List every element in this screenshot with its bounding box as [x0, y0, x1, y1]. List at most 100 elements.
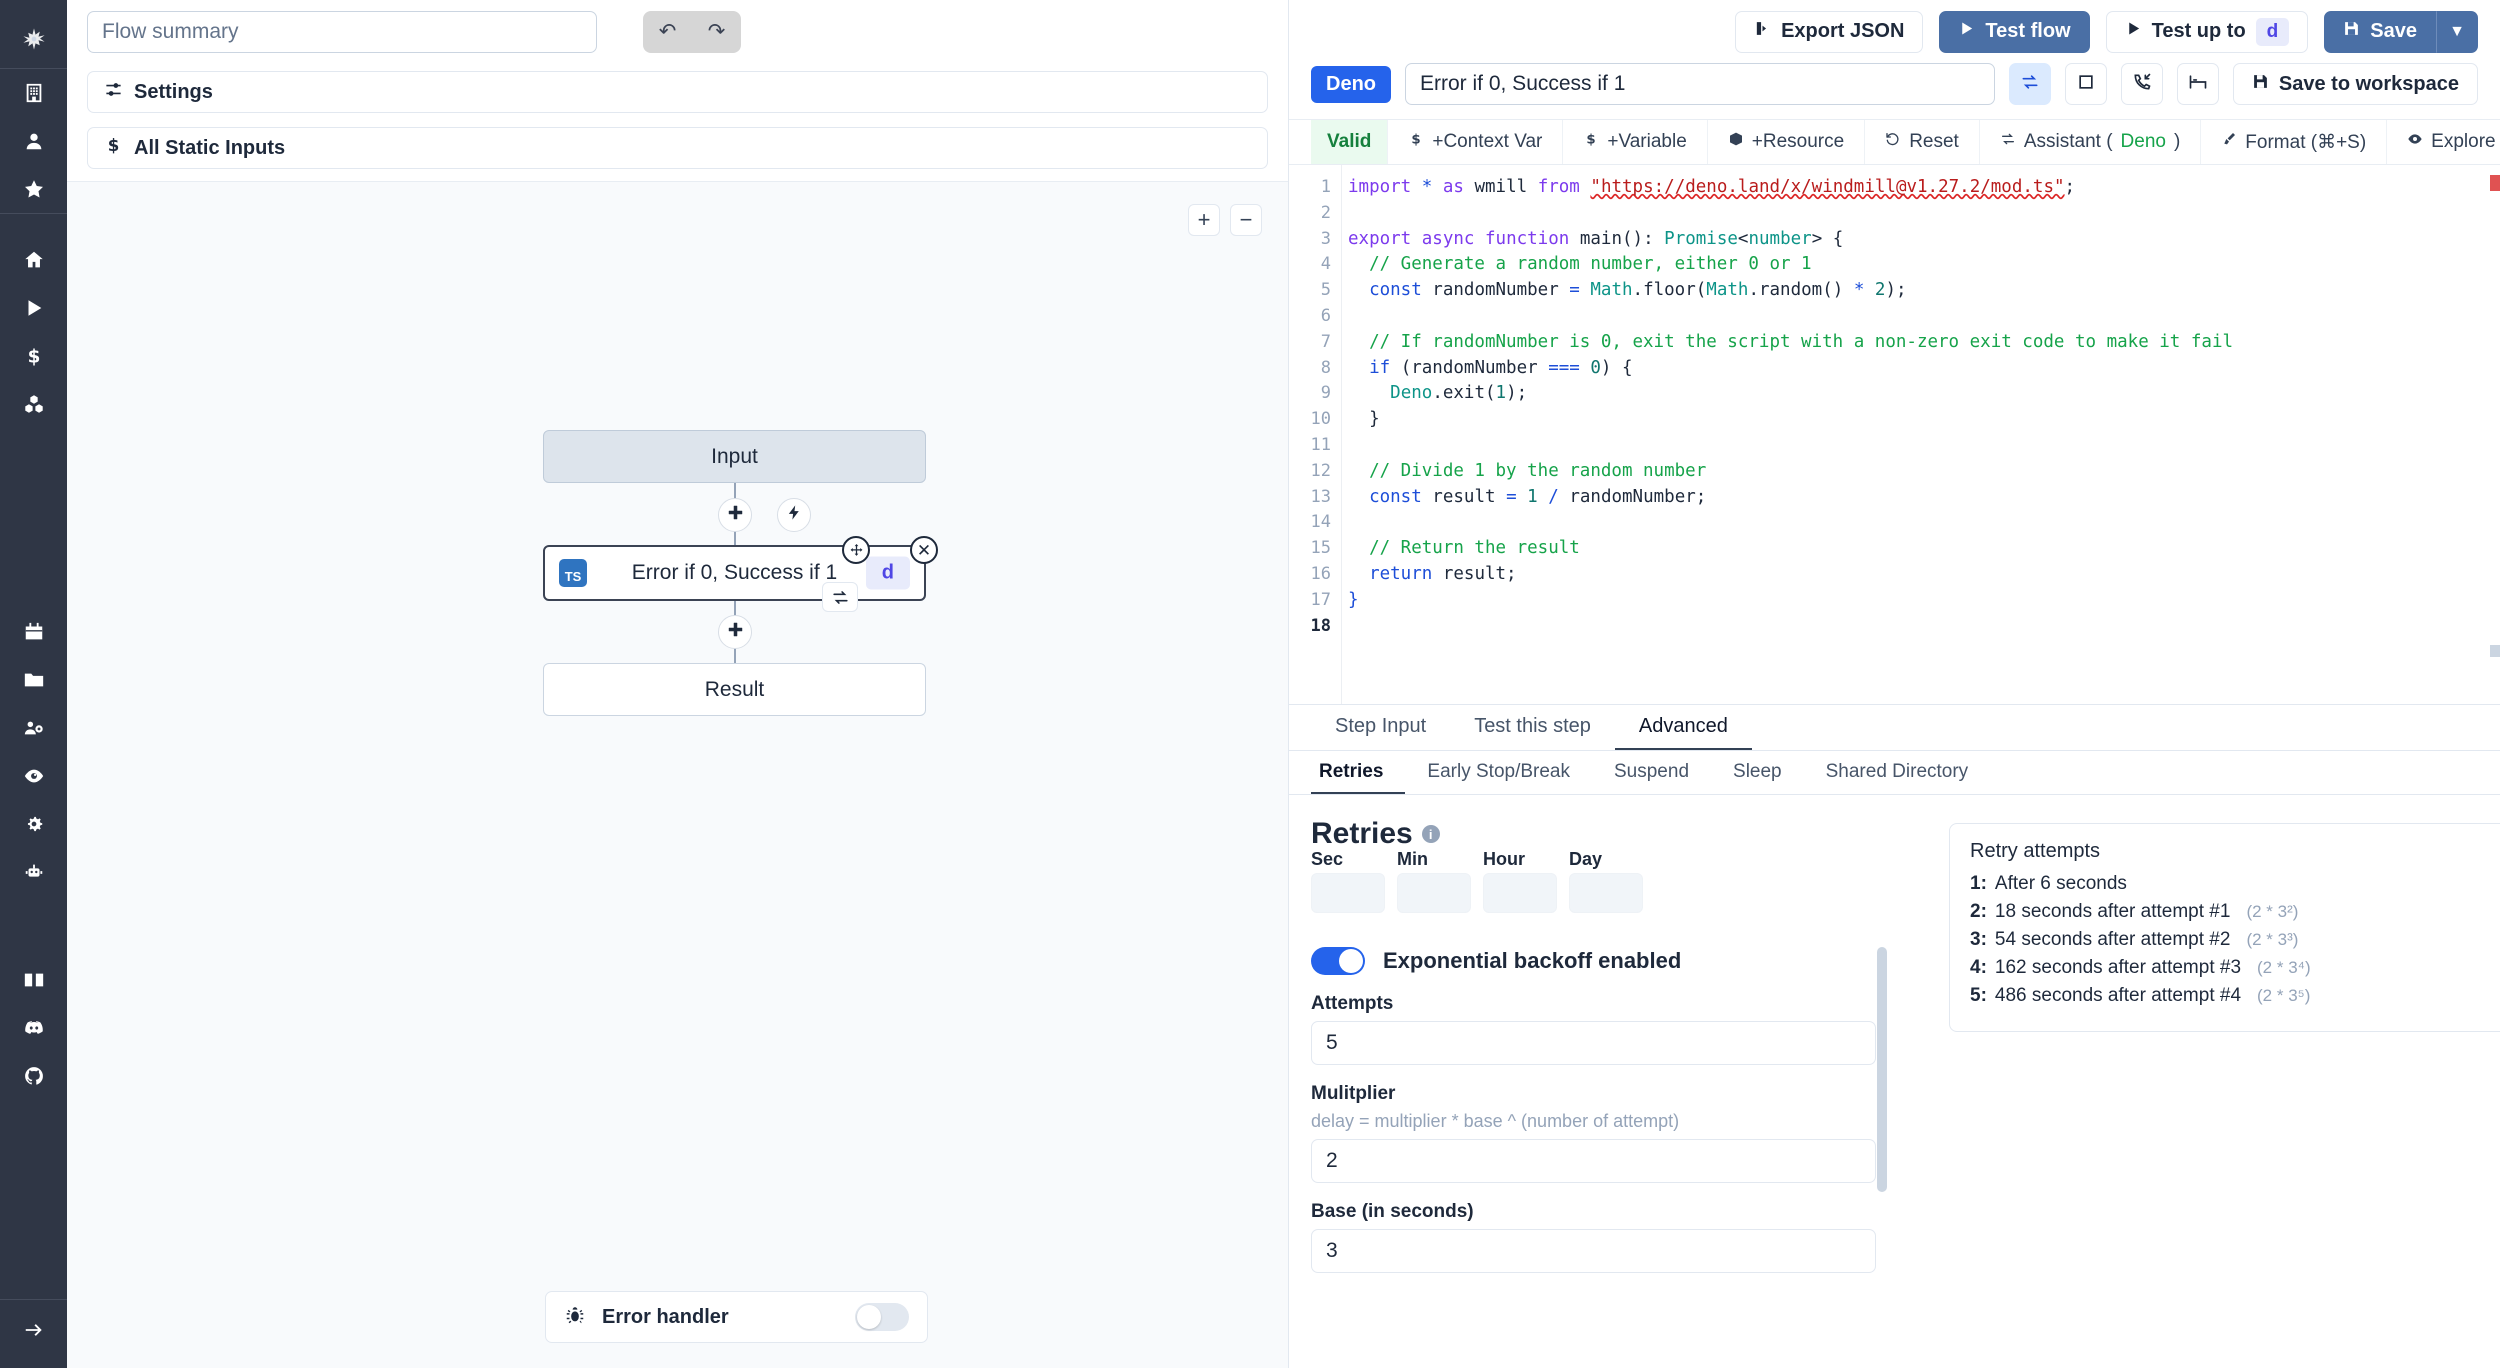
tab-advanced[interactable]: Advanced	[1614, 705, 1752, 750]
editor-vertical-scrollbar[interactable]	[2490, 175, 2500, 191]
subtab-early-stop-break[interactable]: Early Stop/Break	[1427, 760, 1570, 782]
validity-label: Valid	[1327, 131, 1372, 152]
static-inputs-panel-bar[interactable]: $ All Static Inputs	[87, 127, 1268, 169]
reset-icon	[1885, 131, 1901, 153]
test-flow-button[interactable]: Test flow	[1939, 10, 2090, 53]
add-context-var-button[interactable]: $ +Context Var	[1388, 120, 1564, 164]
flow-graph-canvas[interactable]: + − Input TS Error if 0, Success if 1	[67, 181, 1288, 1368]
retry-delay-sec-input[interactable]	[1311, 873, 1385, 913]
early-stop-button[interactable]	[2064, 63, 2107, 105]
sidebar-item-favorites[interactable]	[0, 165, 67, 213]
test-up-to-button[interactable]: Test up to d	[2105, 10, 2309, 53]
retry-delay-min-input[interactable]	[1397, 873, 1471, 913]
sidebar-item-variables[interactable]: $	[0, 332, 67, 380]
sidebar-item-runs[interactable]	[0, 284, 67, 332]
tab-step-input[interactable]: Step Input	[1335, 715, 1427, 737]
settings-panel-bar[interactable]: Settings	[87, 71, 1268, 113]
retry-attempt-index: 4:	[1970, 957, 1987, 978]
sidebar-item-schedules[interactable]	[0, 608, 67, 656]
sidebar-item-settings[interactable]	[0, 800, 67, 848]
sliders-icon	[104, 80, 123, 105]
graph-node-result[interactable]: Result	[543, 663, 926, 716]
sidebar-item-home[interactable]	[0, 236, 67, 284]
retry-icon[interactable]	[822, 582, 858, 612]
move-icon[interactable]	[842, 536, 870, 564]
advanced-subtabs: Retries Early Stop/Break Suspend Sleep S…	[1289, 751, 2500, 795]
exponential-backoff-toggle[interactable]	[1311, 947, 1365, 975]
graph-node-step-label: Error if 0, Success if 1	[631, 561, 838, 584]
save-to-workspace-button[interactable]: Save to workspace	[2232, 63, 2478, 105]
sidebar-item-workers[interactable]	[0, 848, 67, 896]
error-handler-bar[interactable]: Error handler	[545, 1291, 928, 1343]
reset-label: Reset	[1909, 131, 1959, 152]
add-variable-button[interactable]: $ +Variable	[1563, 120, 1708, 164]
explore-scripts-button[interactable]: Explore other s	[2387, 120, 2500, 164]
retry-toggle-button[interactable]	[2008, 63, 2051, 105]
editor-code[interactable]: import * as wmill from "https://deno.lan…	[1341, 165, 2500, 704]
zoom-out-button[interactable]: −	[1230, 204, 1262, 236]
retries-scrollbar[interactable]	[1877, 947, 1887, 1192]
sidebar-item-workspace[interactable]	[0, 69, 67, 117]
subtab-suspend[interactable]: Suspend	[1614, 760, 1690, 782]
retry-attempts-card: Retry attempts 1: After 6 seconds 2: 18 …	[1949, 823, 2500, 1032]
multiplier-input[interactable]: 2	[1311, 1139, 1876, 1183]
base-input[interactable]: 3	[1311, 1229, 1876, 1273]
retry-delay-hour-input[interactable]	[1483, 873, 1557, 913]
retry-attempt-text: 162 seconds after attempt #3	[1994, 957, 2242, 978]
script-name-input[interactable]: Error if 0, Success if 1	[1405, 63, 1995, 105]
test-up-to-label: Test up to	[2151, 20, 2246, 42]
graph-node-input[interactable]: Input	[543, 430, 926, 483]
zoom-in-button[interactable]: +	[1188, 204, 1220, 236]
add-step-button-top[interactable]	[718, 498, 752, 532]
expand-sidebar-button[interactable]	[0, 1306, 67, 1354]
add-resource-button[interactable]: +Resource	[1708, 120, 1866, 164]
suspend-button[interactable]	[2120, 63, 2163, 105]
multiplier-label: Mulitplier	[1311, 1083, 1396, 1104]
sidebar-item-github[interactable]	[0, 1052, 67, 1100]
save-icon	[2343, 20, 2360, 43]
sidebar-item-docs[interactable]	[0, 956, 67, 1004]
sidebar-item-groups[interactable]	[0, 704, 67, 752]
retry-delay-min-label: Min	[1397, 849, 1428, 869]
add-trigger-button[interactable]	[777, 498, 811, 532]
retries-form: Retries i Sec Min Hour	[1289, 817, 1909, 1368]
flow-summary-input[interactable]: Flow summary	[87, 10, 597, 53]
sidebar-item-resources[interactable]	[0, 380, 67, 428]
sidebar-item-account[interactable]	[0, 117, 67, 165]
redo-icon[interactable]: ↷	[707, 20, 726, 43]
windmill-logo-icon[interactable]	[0, 10, 67, 68]
assistant-button[interactable]: Assistant (Deno)	[1980, 120, 2202, 164]
settings-label: Settings	[134, 80, 213, 103]
test-up-to-tag: d	[2255, 17, 2290, 46]
subtab-retries[interactable]: Retries	[1311, 751, 1406, 794]
editor-horizontal-scrollbar[interactable]	[2490, 645, 2500, 657]
info-icon[interactable]: i	[1421, 825, 1440, 843]
close-icon[interactable]: ✕	[910, 536, 938, 564]
error-handler-toggle[interactable]	[855, 1303, 909, 1331]
exponential-backoff-label: Exponential backoff enabled	[1383, 948, 1682, 973]
attempts-input[interactable]: 5	[1311, 1021, 1876, 1065]
export-json-button[interactable]: Export JSON	[1735, 10, 1924, 53]
sidebar-item-audit-logs[interactable]	[0, 752, 67, 800]
retry-delay-hour: Hour	[1483, 849, 1557, 913]
retry-attempt-index: 2:	[1970, 901, 1987, 922]
chevron-down-icon[interactable]: ▼	[2436, 10, 2478, 53]
subtab-shared-directory[interactable]: Shared Directory	[1825, 760, 1969, 782]
format-button[interactable]: Format (⌘+S)	[2201, 120, 2388, 164]
subtab-sleep[interactable]: Sleep	[1733, 760, 1782, 782]
sleep-button[interactable]	[2176, 63, 2219, 105]
sidebar-item-discord[interactable]	[0, 1004, 67, 1052]
undo-icon[interactable]: ↶	[658, 20, 677, 43]
reset-button[interactable]: Reset	[1865, 120, 1980, 164]
save-button[interactable]: Save	[2324, 10, 2436, 53]
step-detail-pane: Path u/henri/error_generator Export JSON…	[1289, 0, 2500, 1368]
square-icon	[2076, 72, 2096, 97]
add-step-button-bottom[interactable]	[718, 615, 752, 649]
retry-attempt-index: 1:	[1970, 873, 1987, 894]
language-badge: Deno	[1311, 65, 1391, 103]
retry-attempt-row: 4: 162 seconds after attempt #3 (2 * 3⁴)	[1970, 957, 2500, 979]
tab-test-this-step[interactable]: Test this step	[1474, 715, 1591, 737]
sidebar-item-folders[interactable]	[0, 656, 67, 704]
retry-delay-day-input[interactable]	[1569, 873, 1643, 913]
